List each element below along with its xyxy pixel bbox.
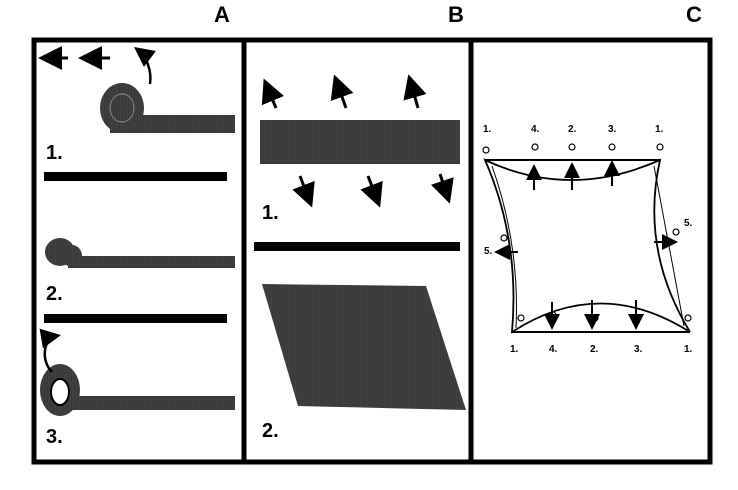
- point-label: 2.: [590, 344, 599, 355]
- step-label: 1.: [46, 142, 63, 164]
- point-label: 1.: [684, 344, 693, 355]
- panel-b-divider: [254, 242, 460, 251]
- step-label: 2.: [262, 420, 279, 442]
- panel-b: [254, 74, 466, 410]
- point-label: 1.: [655, 124, 664, 135]
- curl-arrow-icon: [39, 328, 61, 373]
- net-outline: [483, 158, 691, 334]
- net-inner-edge: [653, 165, 685, 327]
- arrow-up-icon: [261, 78, 284, 109]
- point-label: 1.: [483, 124, 492, 135]
- mesh-sheet: [262, 284, 466, 410]
- point-label: 4.: [549, 344, 558, 355]
- point-label: 4.: [531, 124, 540, 135]
- rope-coil-inner: [50, 378, 70, 406]
- rope-straight: [72, 396, 235, 410]
- stake-icon: [568, 143, 576, 151]
- panel-c: [482, 143, 692, 334]
- panel-a-label: A: [214, 2, 230, 27]
- stake-icon: [608, 143, 616, 151]
- stake-icon: [500, 234, 508, 242]
- stake-icon: [517, 314, 525, 322]
- panel-a: [38, 46, 235, 416]
- rope-straight: [68, 256, 235, 268]
- step-label: 2.: [46, 283, 63, 305]
- rope-roll: [100, 83, 144, 133]
- point-label: 5.: [684, 218, 693, 229]
- arrow-up-icon: [330, 74, 354, 109]
- stake-icon: [656, 143, 664, 151]
- point-label: 3.: [634, 344, 643, 355]
- mesh-strip: [260, 120, 460, 164]
- point-label: 3.: [608, 124, 617, 135]
- panel-a-divider-2: [44, 314, 227, 323]
- net-inner-edge: [491, 165, 517, 329]
- curl-arrow-icon: [134, 46, 156, 85]
- outer-frame: [31, 37, 713, 465]
- rope-roll-inner: [109, 93, 135, 123]
- point-label: 2.: [568, 124, 577, 135]
- knot: [62, 245, 82, 267]
- step-label: 1.: [262, 202, 279, 224]
- panel-b-label: B: [448, 2, 464, 27]
- arrow-down-icon: [430, 173, 454, 204]
- point-label: 1.: [510, 344, 519, 355]
- point-label: 5.: [484, 246, 493, 257]
- step-label: 3.: [46, 426, 63, 448]
- stake-icon: [684, 314, 692, 322]
- panel-c-label: C: [686, 2, 702, 27]
- panel-a-divider-1: [44, 172, 227, 181]
- arrow-up-icon: [403, 74, 427, 109]
- arrow-down-icon: [360, 175, 383, 208]
- arrow-down-icon: [292, 175, 315, 208]
- stake-icon: [672, 228, 680, 236]
- stake-icon: [531, 143, 539, 151]
- stake-icon: [482, 146, 490, 154]
